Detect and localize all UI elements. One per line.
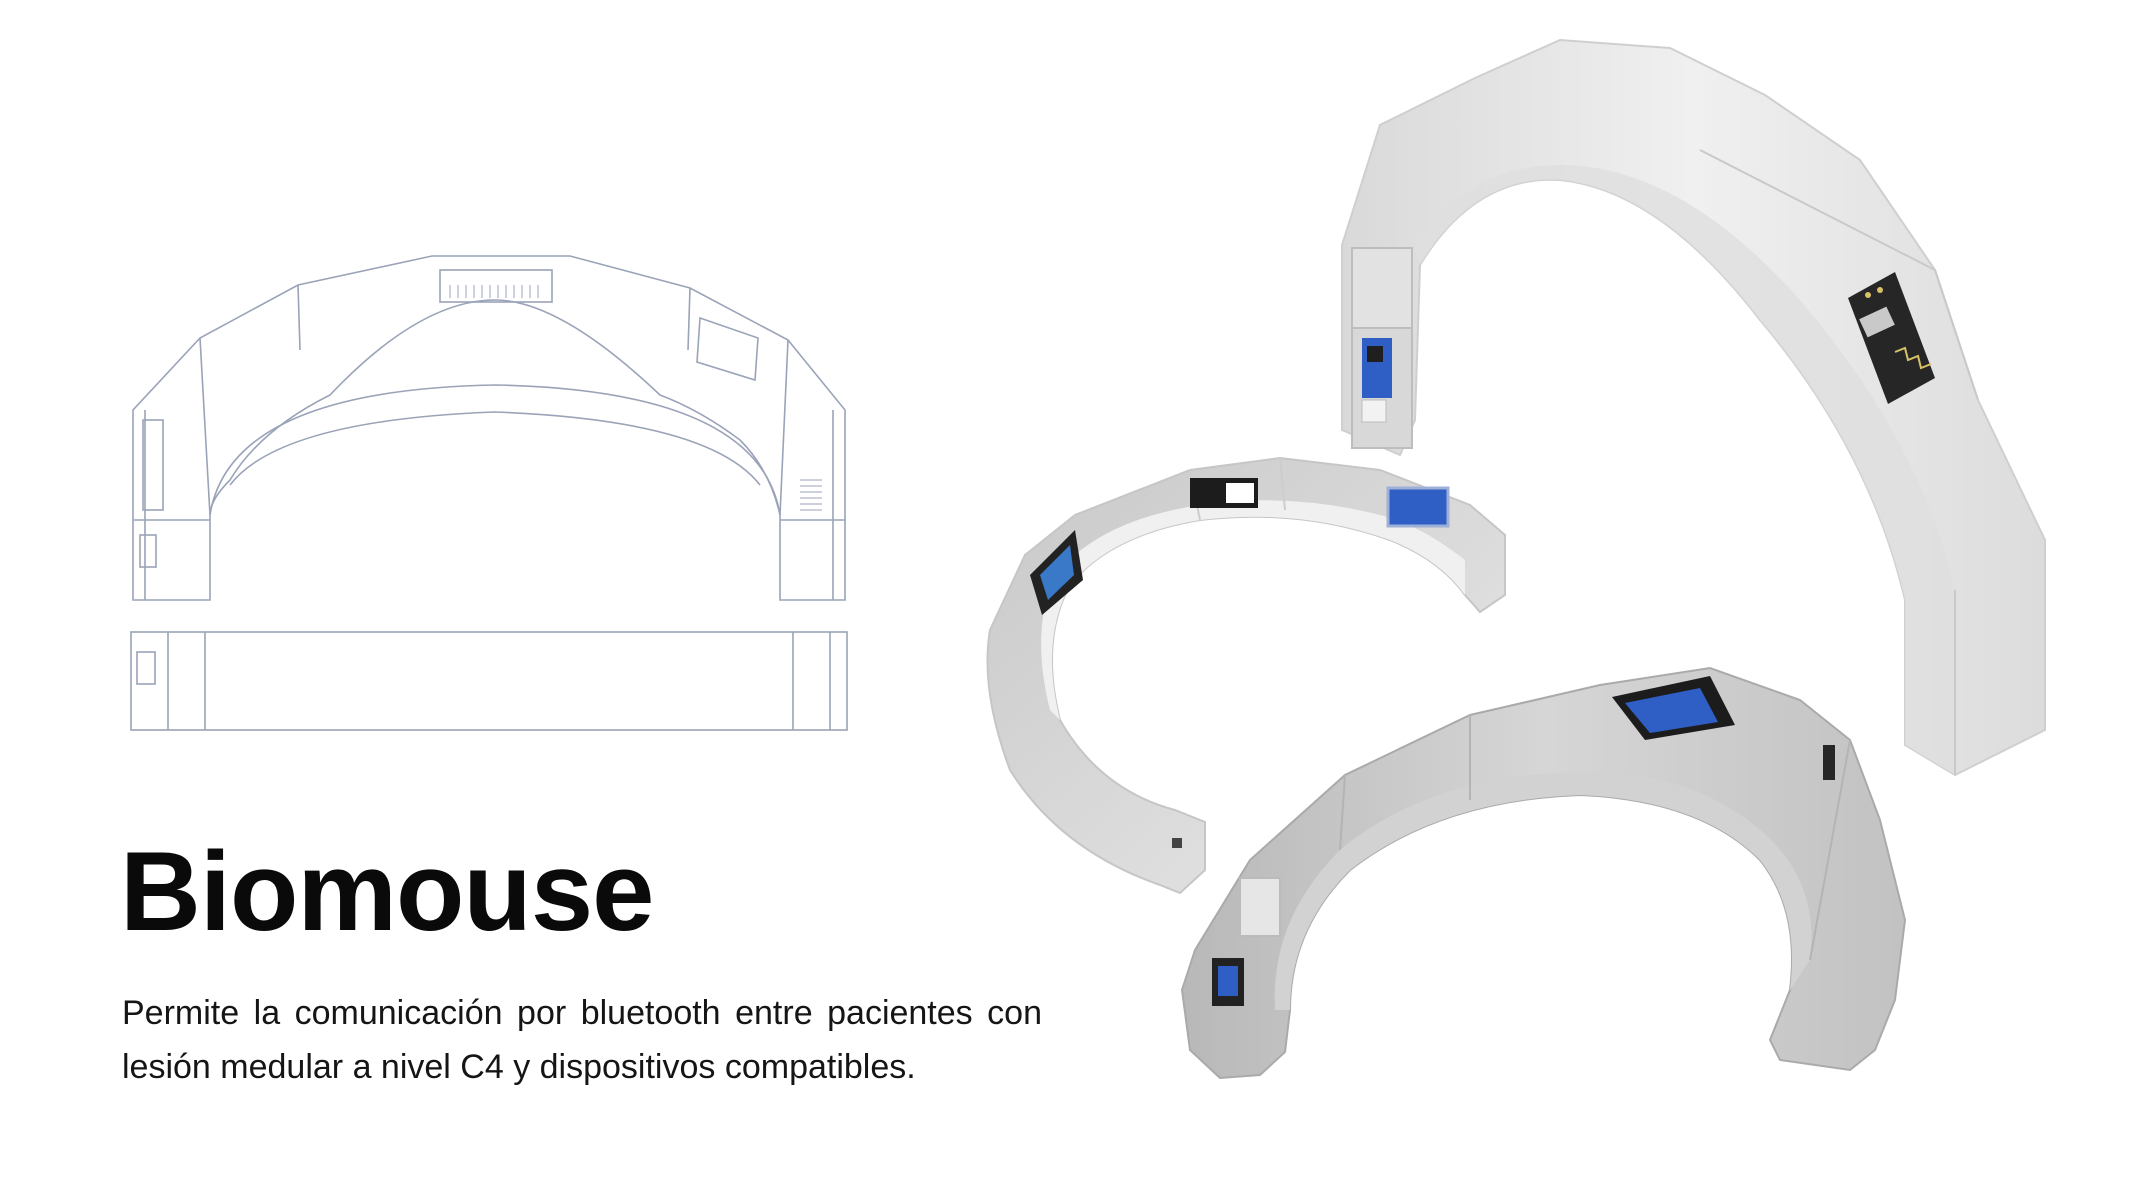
product-title: Biomouse	[120, 829, 654, 954]
headband-render-bottom	[1180, 666, 1907, 1080]
technical-front-view	[132, 255, 846, 601]
technical-bottom-view	[130, 631, 848, 731]
headband-render-upright	[1341, 38, 2046, 777]
headband-render-open-left	[986, 456, 1506, 895]
product-description: Permite la comunicación por bluetooth en…	[122, 994, 1042, 1086]
